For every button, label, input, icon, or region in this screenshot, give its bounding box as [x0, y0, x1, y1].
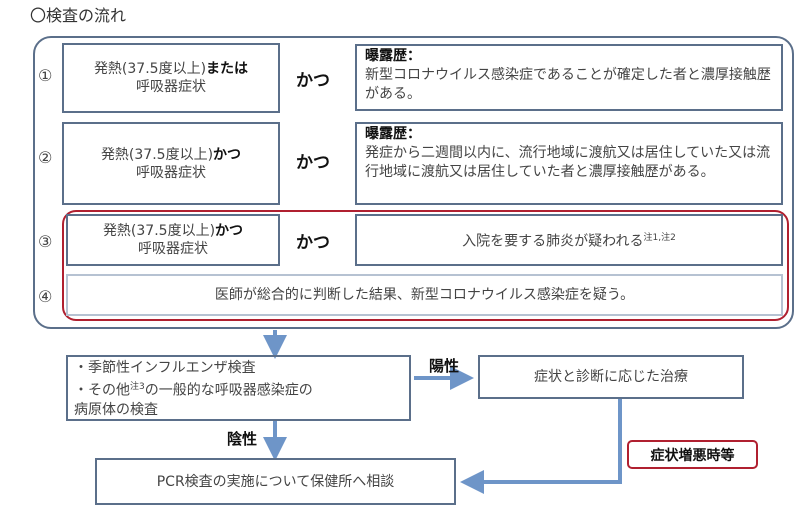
row2-symptom-box: 発熱(37.5度以上)かつ 呼吸器症状	[62, 122, 280, 205]
fever-text: 発熱(37.5度以上)	[100, 146, 214, 163]
negative-label: 陰性	[227, 430, 258, 448]
treatment-box: 症状と診断に応じた治療	[478, 355, 744, 399]
row3-symptom-box: 発熱(37.5度以上)かつ 呼吸器症状	[66, 214, 280, 266]
and-text: かつ	[213, 146, 242, 163]
pcr-consult-box: PCR検査の実施について保健所へ相談	[95, 458, 456, 505]
influenza-test-text: ・季節性インフルエンザ検査	[74, 360, 256, 376]
row-number-2: ②	[38, 148, 53, 167]
positive-label: 陽性	[429, 357, 460, 375]
arrow-worsening	[460, 399, 622, 494]
fever-text: 発熱(37.5度以上)	[102, 223, 216, 239]
exposure-text: 発症から二週間以内に、流行地域に渡航又は居住していた又は流行地域に渡航又は居住し…	[365, 145, 771, 180]
row3-pneumonia-box: 入院を要する肺炎が疑われる注1,注2	[355, 214, 783, 266]
and-label-3: かつ	[296, 233, 330, 253]
pathogen-test-box: ・季節性インフルエンザ検査 ・その他注3の一般的な呼吸器感染症の 病原体の検査	[66, 355, 411, 421]
note-ref: 注3	[130, 382, 145, 392]
pathogen-text: 病原体の検査	[74, 401, 158, 418]
doctor-judgement-text: 医師が総合的に判断した結果、新型コロナウイルス感染症を疑う。	[214, 287, 635, 303]
and-text: かつ	[215, 223, 244, 239]
other-text: ・その他	[74, 382, 130, 399]
and-label-1: かつ	[296, 71, 330, 91]
worsening-label: 症状増悪時等	[627, 440, 758, 469]
highlight-group	[62, 210, 789, 321]
respiratory-text: 呼吸器症状	[138, 241, 208, 257]
and-label-2: かつ	[296, 153, 330, 173]
row-number-4: ④	[38, 287, 53, 306]
note-ref: 注1,注2	[643, 233, 676, 244]
respiratory-text: 呼吸器症状	[136, 79, 206, 95]
row1-exposure-box: 曝露歴： 新型コロナウイルス感染症であることが確定した者と濃厚接触歴がある。	[355, 44, 783, 111]
exposure-heading: 曝露歴：	[365, 48, 421, 64]
row4-doctor-box: 医師が総合的に判断した結果、新型コロナウイルス感染症を疑う。	[66, 274, 783, 316]
row-number-1: ①	[38, 66, 53, 85]
respiratory-text: 呼吸器症状	[136, 164, 206, 181]
treatment-text: 症状と診断に応じた治療	[534, 369, 688, 385]
respiratory-infection-text: の一般的な呼吸器感染症の	[144, 382, 313, 399]
or-text: または	[206, 61, 249, 77]
criteria-group	[33, 36, 794, 329]
row2-exposure-box: 曝露歴： 発症から二週間以内に、流行地域に渡航又は居住していた又は流行地域に渡航…	[355, 122, 783, 205]
row1-symptom-box: 発熱(37.5度以上)または 呼吸器症状	[62, 43, 280, 113]
diagram-title: 〇検査の流れ	[30, 6, 127, 25]
row-number-3: ③	[38, 232, 53, 251]
fever-text: 発熱(37.5度以上)	[93, 61, 207, 77]
pcr-text: PCR検査の実施について保健所へ相談	[156, 473, 395, 490]
exposure-text: 新型コロナウイルス感染症であることが確定した者と濃厚接触歴がある。	[365, 67, 771, 102]
pneumonia-text: 入院を要する肺炎が疑われる	[462, 233, 644, 250]
exposure-heading: 曝露歴：	[365, 126, 421, 142]
